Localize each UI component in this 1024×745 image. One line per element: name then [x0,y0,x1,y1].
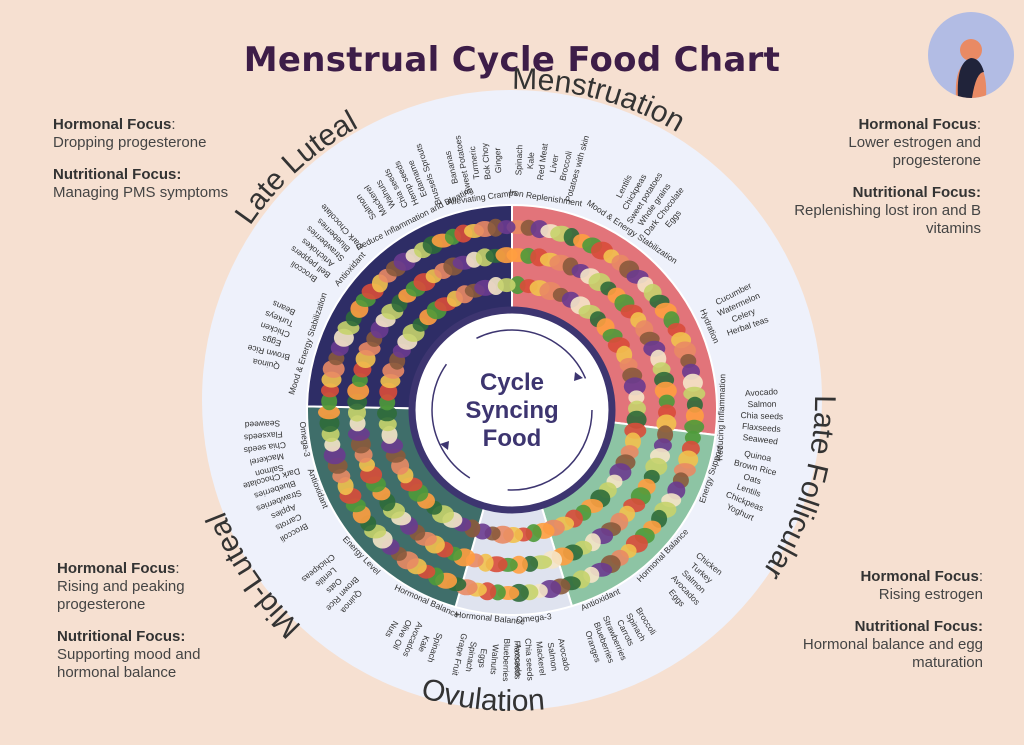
food-illustration [685,406,704,425]
food-item: Spinach [513,144,524,175]
food-item: Turmeric [467,145,482,180]
hormonal-focus-label: Hormonal Focus [53,116,172,133]
nutritional-focus-text: Replenishing lost iron and B vitamins [794,202,981,237]
hormonal-focus-label: Hormonal Focus [858,116,977,133]
food-illustration [628,390,645,405]
food-illustration [318,405,340,420]
food-illustration [683,386,706,401]
nutritional-focus-text: Hormonal balance and egg maturation [802,636,983,671]
hormonal-focus-text: Rising and peaking progesterone [57,578,185,613]
food-item: Red Meat [535,142,550,180]
food-illustration [658,394,675,409]
food-illustration [497,278,516,293]
food-illustration [347,426,370,441]
center-title-line1: Cycle [480,369,544,396]
food-category: AntioxidantBroccoliSpinachCarrotsStrawbe… [579,586,658,665]
food-illustration [347,381,370,400]
category-label: Omega-3 [298,421,313,458]
hormonal-focus-text: Lower estrogen and progesterone [848,134,981,169]
food-illustration [623,377,646,396]
avatar [928,12,1014,98]
food-item: Chia seeds [740,410,783,421]
food-item: Ginger [492,147,503,173]
nutritional-focus-label: Nutritional Focus: [854,618,983,635]
food-item: Liver [547,153,560,173]
food-illustration [495,247,518,264]
center-title-line2: Syncing [465,397,558,424]
food-item: Flaxseeds [512,641,522,680]
food-illustration [654,381,677,400]
food-item: Kale [525,151,536,169]
center-title-line3: Food [483,425,542,452]
food-illustration [377,405,397,422]
page-title: Menstrual Cycle Food Chart [243,40,781,80]
food-item: Walnuts [488,644,500,675]
food-item: Seaweed [244,418,280,430]
hormonal-focus-text: Rising estrogen [878,586,983,603]
food-item: Oats [742,471,762,486]
nutritional-focus-label: Nutritional Focus: [852,184,981,201]
hormonal-focus-label: Hormonal Focus [57,560,176,577]
nutritional-focus-label: Nutritional Focus: [53,166,182,183]
late-luteal-focus-panel: Hormonal Focus:Dropping progesterone Nut… [53,116,229,201]
food-item: Flaxseeds [742,421,781,434]
nutritional-focus-text: Managing PMS symptoms [53,184,229,201]
food-item: Avocado [745,386,779,398]
mid-luteal-focus-panel: Hormonal Focus:Rising and peaking proges… [57,560,201,681]
food-item: Bok Choy [479,142,492,180]
hormonal-focus-text: Dropping progesterone [53,134,207,151]
category-label: Reducing Inflammation [714,373,727,461]
food-item: Chia seeds [523,638,535,681]
food-item: Mackerel [534,641,548,676]
menstruation-focus-panel: Hormonal Focus:Lower estrogen and proges… [794,116,981,237]
arrow-head-icon [440,441,449,450]
center-circle [408,306,616,514]
food-illustration [684,419,705,434]
nutritional-focus-text: Supporting mood and hormonal balance [57,646,201,681]
woman-icon [955,39,987,98]
late-follicular-focus-panel: Hormonal Focus:Rising estrogen Nutrition… [802,568,983,671]
category-label: Omega-3 [516,611,553,625]
food-illustration [497,220,516,235]
food-item: Flaxseeds [244,429,284,443]
food-item: Salmon [546,642,560,672]
food-item: Salmon [747,399,776,409]
food-item: Eggs [477,648,489,668]
food-item: Seaweed [742,432,779,447]
food-item: Blueberries [501,638,512,681]
nutritional-focus-label: Nutritional Focus: [57,628,186,645]
food-item: Avocado [513,643,523,676]
arrow-head-icon [574,372,583,381]
hormonal-focus-label: Hormonal Focus [860,568,979,585]
cycle-arrow-ring [431,329,593,491]
